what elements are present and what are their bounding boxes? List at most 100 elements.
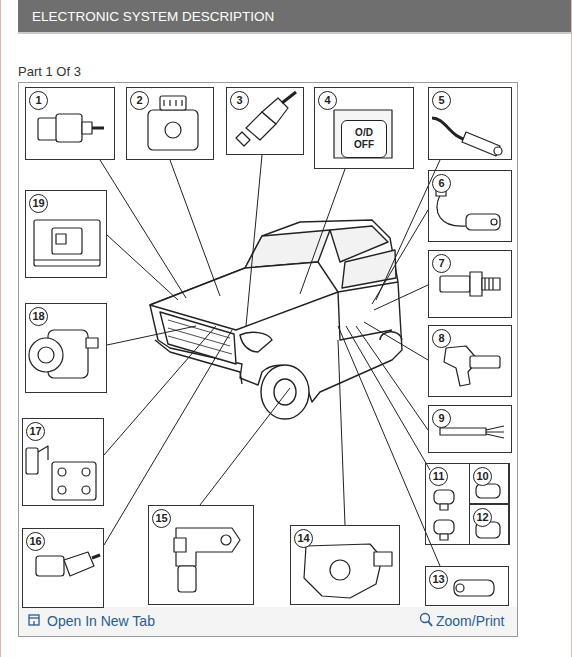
illustration-rect xyxy=(38,118,58,140)
illustration-line xyxy=(372,210,428,304)
callout-number: 2 xyxy=(130,91,149,110)
part-label: Part 1 Of 3 xyxy=(18,64,81,79)
callout-number: 8 xyxy=(432,329,451,348)
illustration-rect xyxy=(434,520,454,534)
part-box: 8 xyxy=(428,325,512,397)
illustration-line xyxy=(34,259,100,260)
illustration-rect xyxy=(52,228,82,254)
illustration-path xyxy=(164,100,182,106)
callout-number: 16 xyxy=(26,532,45,551)
callout-number: 6 xyxy=(432,174,451,193)
illustration-rect xyxy=(178,566,196,592)
illustration-rect xyxy=(476,484,500,498)
illustration-path xyxy=(486,426,504,438)
callout-number: 10 xyxy=(473,467,492,486)
illustration-line xyxy=(376,160,440,300)
callout-number: 14 xyxy=(294,529,313,548)
illustration-path xyxy=(437,195,466,226)
illustration-rect xyxy=(440,504,448,510)
link-text: Zoom/Print xyxy=(436,613,504,629)
callout-number: 4 xyxy=(318,91,337,110)
part-box: 19 xyxy=(25,190,107,278)
illustration-line xyxy=(33,621,34,625)
illustration-line xyxy=(92,555,100,558)
illustration-rect xyxy=(56,234,66,244)
page-title: ELECTRONIC SYSTEM DESCRIPTION xyxy=(32,9,274,24)
illustration-g xyxy=(26,92,504,598)
illustration-line xyxy=(29,617,39,618)
part-box: 1 xyxy=(25,87,115,160)
callout-number: 11 xyxy=(429,467,448,486)
illustration-rect xyxy=(56,114,82,142)
illustration-line xyxy=(282,92,296,103)
illustration-line xyxy=(374,285,428,310)
illustration-path xyxy=(432,118,468,140)
illustration-rect xyxy=(34,220,100,266)
part-box: 4O/D OFF xyxy=(314,87,414,169)
illustration-rect xyxy=(440,428,486,435)
illustration-line xyxy=(107,326,196,345)
illustration-circle xyxy=(29,338,63,372)
callout-number: 9 xyxy=(432,409,451,428)
illustration-line xyxy=(92,127,104,130)
illustration-path xyxy=(236,132,250,146)
illustration-path xyxy=(38,446,48,460)
illustration-rect xyxy=(36,556,64,576)
part-box: 6 xyxy=(428,170,512,242)
illustration-rect xyxy=(86,338,98,348)
part-box: 18 xyxy=(25,303,107,393)
illustration-path xyxy=(160,312,236,364)
illustration-line xyxy=(104,330,232,545)
illustration-line xyxy=(170,160,220,296)
illustration-path xyxy=(64,552,94,576)
illustration-rect xyxy=(160,96,186,110)
illustration-line xyxy=(200,388,290,505)
part-box: 3 xyxy=(226,87,304,155)
illustration-circle xyxy=(82,486,90,494)
part-box: 12 xyxy=(469,504,510,545)
illustration-rect xyxy=(19,83,518,637)
illustration-circle xyxy=(82,468,90,476)
illustration-line xyxy=(100,160,186,298)
part-box: 15 xyxy=(148,505,254,605)
illustration-path xyxy=(342,250,396,288)
illustration-circle xyxy=(58,468,66,476)
illustration-line xyxy=(338,340,345,525)
illustration-line xyxy=(0,0,1,657)
illustration-rect xyxy=(454,580,494,596)
illustration-line xyxy=(364,322,428,360)
illustration-line xyxy=(356,326,428,430)
illustration-rect xyxy=(440,534,448,540)
illustration-circle xyxy=(491,219,497,225)
link-text: Open In New Tab xyxy=(47,613,155,629)
illustration-line xyxy=(104,326,216,455)
illustration-rect xyxy=(434,490,454,504)
callout-number: 17 xyxy=(26,422,45,441)
illustration-line xyxy=(300,169,345,294)
part-box: 9 xyxy=(428,405,512,453)
illustration-circle xyxy=(58,486,66,494)
illustration-line xyxy=(107,235,178,300)
part-box: 10 xyxy=(469,463,510,504)
illustration-rect xyxy=(18,0,572,33)
part-box: 7 xyxy=(428,250,512,318)
illustration-circle xyxy=(165,122,181,138)
callout-number: 13 xyxy=(429,570,448,589)
illustration-rect xyxy=(52,462,96,500)
callout-number: 12 xyxy=(473,508,492,527)
part-box: 14 xyxy=(290,525,400,605)
illustration-rect xyxy=(334,110,392,158)
illustration-path xyxy=(485,278,493,290)
illustration-ellipse xyxy=(261,365,309,419)
part-box: 13 xyxy=(425,566,509,606)
switch-label: O/D OFF xyxy=(341,120,387,158)
illustration-rect xyxy=(29,615,39,625)
illustration-rect xyxy=(466,214,500,230)
illustration-line xyxy=(428,621,432,626)
illustration-line xyxy=(346,326,430,470)
illustration-rect xyxy=(374,552,392,566)
illustration-line xyxy=(18,32,572,34)
illustration-rect xyxy=(482,278,500,290)
callout-number: 1 xyxy=(29,91,48,110)
